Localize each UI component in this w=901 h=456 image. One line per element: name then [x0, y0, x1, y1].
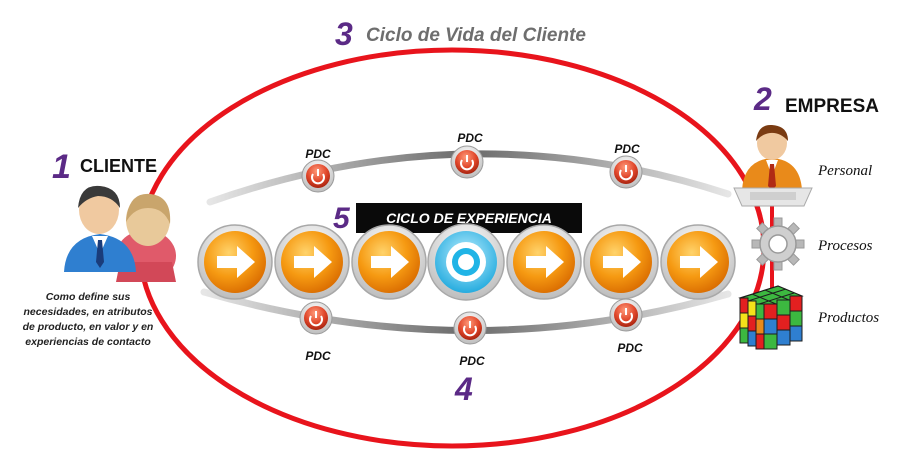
pdc-point-top-right: PDC [609, 142, 643, 189]
arrow-right-icon [351, 224, 427, 300]
gear-icon [751, 217, 805, 271]
cliente-label: CLIENTE [80, 156, 157, 176]
power-button-icon [299, 301, 333, 335]
pdc-label: PDC [305, 147, 331, 161]
rubik-cube-icon [738, 285, 804, 350]
pdc-point-bottom-center: PDC [453, 311, 487, 368]
experiencia-number: 5 [333, 202, 351, 235]
experience-circles [197, 223, 736, 301]
arrow-right-icon [583, 224, 659, 300]
experiencia-label: CICLO DE EXPERIENCIA [386, 210, 552, 226]
arrow-right-icon [274, 224, 350, 300]
pdc-label: PDC [614, 142, 640, 156]
power-button-icon [450, 145, 484, 179]
diagram-title: Ciclo de Vida del Cliente [366, 25, 586, 46]
arrow-right-icon [660, 224, 736, 300]
power-button-icon [609, 155, 643, 189]
pdc-point-top-left: PDC [301, 147, 335, 193]
empresa-item-productos: Productos [817, 310, 879, 326]
pdc-point-bottom-right: PDC [609, 298, 643, 355]
arrow-right-icon [506, 224, 582, 300]
pdc-point-bottom-left: PDC [299, 301, 333, 363]
cliente-description-line-1: Como define sus [46, 291, 131, 303]
title-number: 3 [335, 16, 353, 52]
empresa-item-procesos: Procesos [817, 238, 873, 254]
power-button-icon [609, 298, 643, 332]
cliente-description-line-4: experiencias de contacto [25, 336, 151, 348]
target-ring-icon [427, 223, 505, 301]
pdc-point-top-center: PDC [450, 131, 484, 179]
pdc-label: PDC [305, 349, 331, 363]
empresa-number: 2 [753, 81, 772, 117]
pdc-label: PDC [459, 354, 485, 368]
pdc-label: PDC [617, 341, 643, 355]
cliente-number: 1 [52, 148, 71, 186]
pdc-label: PDC [457, 131, 483, 145]
customers-couple-icon [64, 185, 176, 282]
empresa-item-personal: Personal [817, 163, 872, 179]
power-button-icon [301, 159, 335, 193]
cliente-description-line-2: necesidades, en atributos [24, 306, 153, 318]
empresa-label: EMPRESA [785, 96, 879, 117]
power-button-icon [453, 311, 487, 345]
employee-at-desk-icon [733, 124, 813, 207]
cliente-description-line-3: de producto, en valor y en [23, 321, 154, 333]
arrow-right-icon [197, 224, 273, 300]
bottom-number: 4 [454, 371, 473, 407]
